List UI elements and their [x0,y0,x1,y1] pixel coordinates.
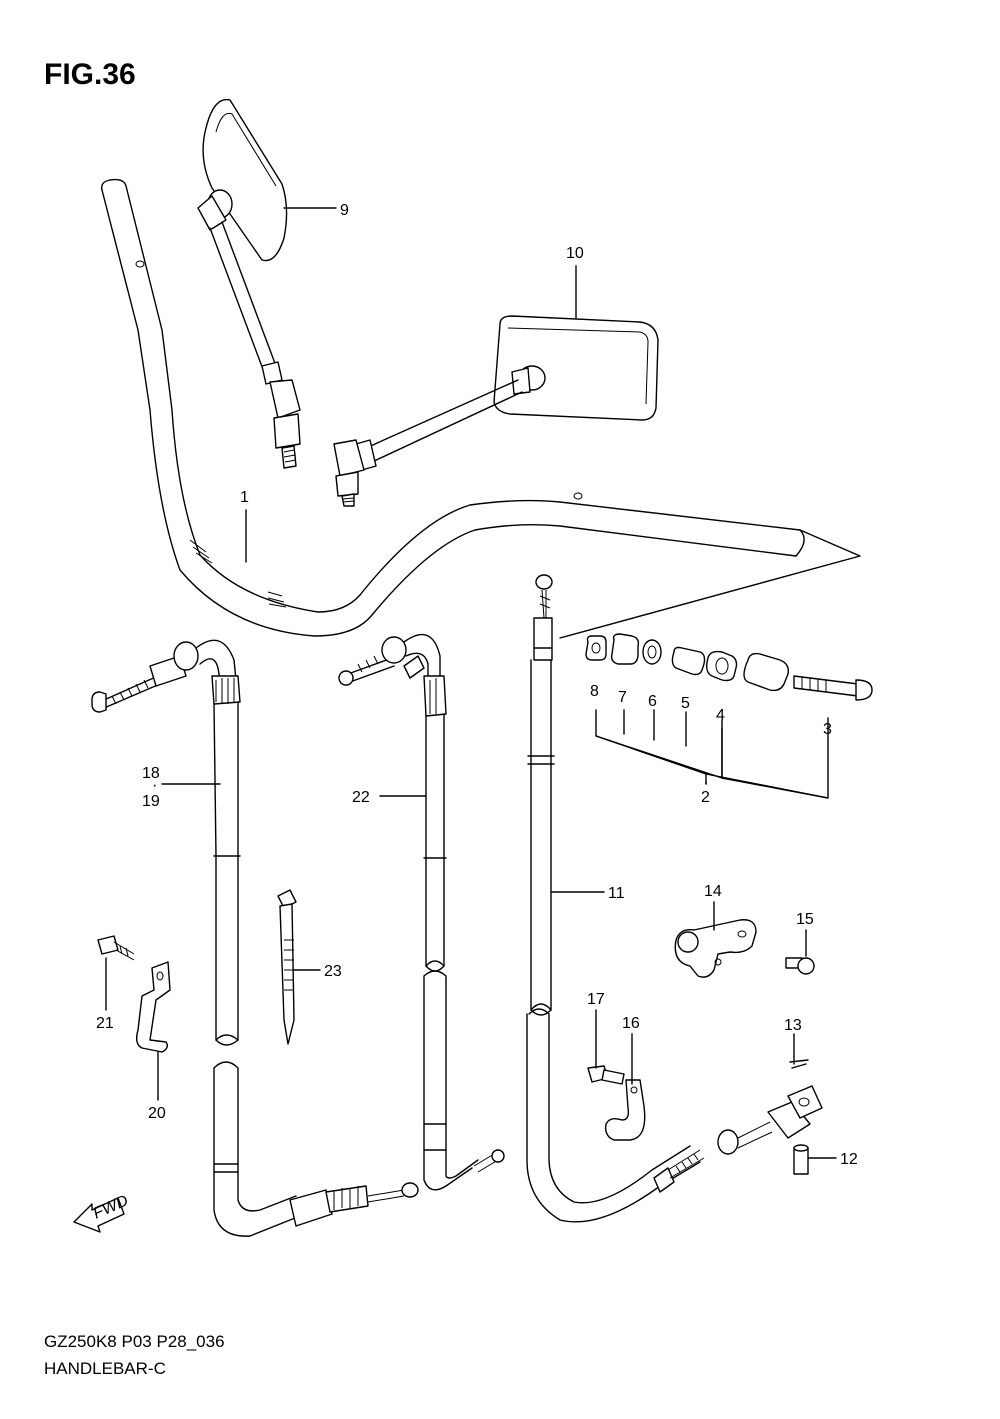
cable-clutch [526,574,823,1223]
callout-20: 20 [148,1105,166,1122]
lever-bracket [674,919,757,978]
clutch-holder-assembly [559,529,873,799]
callout-7: 7 [618,689,627,706]
callout-15: 15 [796,911,814,928]
screw-15 [785,957,815,975]
callout-18: 18 [142,765,160,782]
callout-dot: · [152,777,157,794]
cable-throttle-b [338,633,505,1191]
callout-3: 3 [823,721,832,738]
footer-code: GZ250K8 P03 P28_036 [44,1332,225,1351]
callout-14: 14 [704,883,722,900]
mirror-right [333,315,659,507]
bolt-17 [587,1065,625,1085]
cable-tie-23 [277,889,297,1045]
callouts: 9 10 1 8 7 6 5 4 3 2 18 · 19 22 11 14 15… [96,202,858,1168]
callout-23: 23 [324,963,342,980]
callout-1: 1 [240,489,249,506]
footer-name: HANDLEBAR-C [44,1359,166,1378]
handlebar [100,178,805,637]
callout-16: 16 [622,1015,640,1032]
leader-lines [105,207,837,1159]
bolt-21 [97,935,135,961]
callout-22: 22 [352,789,370,806]
callout-11: 11 [608,885,625,902]
fwd-arrow: FWD [73,1192,131,1233]
pin-13 [789,1059,809,1069]
clamp-16 [604,1079,646,1141]
callout-8: 8 [590,683,599,700]
callout-19: 19 [142,793,160,810]
callout-13: 13 [784,1017,802,1034]
callout-17: 17 [587,991,605,1008]
callout-6: 6 [648,693,657,710]
callout-21: 21 [96,1015,114,1032]
cable-throttle-a [91,639,419,1237]
callout-10: 10 [566,245,584,262]
callout-4: 4 [716,707,725,724]
callout-5: 5 [681,695,690,712]
callout-9: 9 [340,202,349,219]
clamp-20 [135,961,171,1053]
callout-12: 12 [840,1151,858,1168]
figure-title: FIG.36 [44,58,136,91]
callout-2: 2 [701,789,710,806]
pin-12 [793,1144,809,1175]
mirror-left [197,98,301,469]
